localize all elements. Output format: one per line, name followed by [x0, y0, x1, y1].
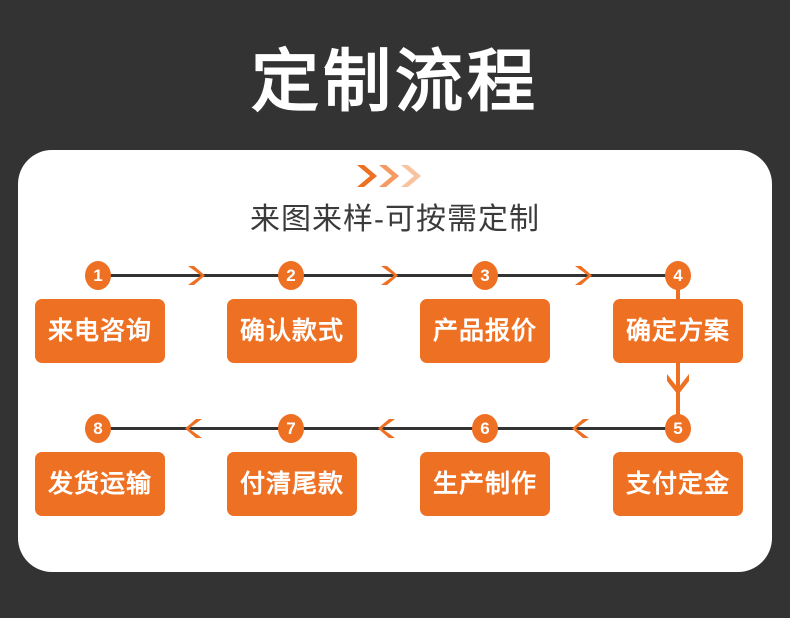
flow-rail-bottom: [98, 427, 678, 430]
step-number-8: 8: [85, 414, 111, 443]
vertical-connector-line: [676, 274, 680, 430]
arrow-right-icon-2: [377, 264, 399, 287]
step-box-1[interactable]: 来电咨询: [35, 299, 165, 363]
step-box-5[interactable]: 支付定金: [613, 452, 743, 516]
page-title: 定制流程: [250, 44, 539, 120]
step-number-7: 7: [278, 414, 304, 443]
subtitle: 来图来样-可按需定制: [250, 203, 540, 236]
arrow-left-icon-2: [377, 417, 399, 440]
arrow-right-icon-3: [571, 264, 593, 287]
step-number-3: 3: [472, 261, 498, 290]
flow-row-top: 1 2 3 4 来电咨询 确认款式 产品报价 确定方案: [0, 258, 790, 378]
step-number-4: 4: [665, 261, 691, 290]
step-number-6: 6: [472, 414, 498, 443]
step-number-1: 1: [85, 261, 111, 290]
triple-chevron-right-icon: [355, 163, 425, 189]
step-box-7[interactable]: 付清尾款: [227, 452, 357, 516]
step-number-5: 5: [665, 414, 691, 443]
step-box-8[interactable]: 发货运输: [35, 452, 165, 516]
step-box-2[interactable]: 确认款式: [227, 299, 357, 363]
arrow-left-icon-3: [571, 417, 593, 440]
step-box-6[interactable]: 生产制作: [420, 452, 550, 516]
arrow-right-icon-1: [184, 264, 206, 287]
step-box-3[interactable]: 产品报价: [420, 299, 550, 363]
arrow-left-icon-1: [184, 417, 206, 440]
step-number-2: 2: [278, 261, 304, 290]
chevron-down-icon: [665, 370, 691, 396]
flow-row-bottom: 8 7 6 5 发货运输 付清尾款 生产制作 支付定金: [0, 411, 790, 531]
flow-rail-top: [98, 274, 678, 277]
